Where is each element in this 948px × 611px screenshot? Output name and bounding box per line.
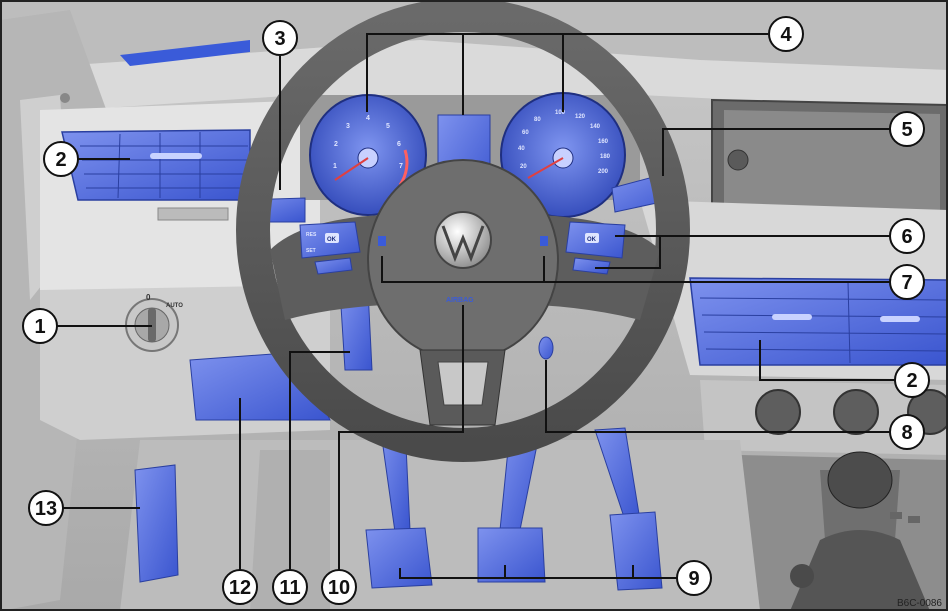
steering-btn-set[interactable]: SET bbox=[306, 248, 316, 254]
callout-2-left-label: 2 bbox=[55, 149, 66, 171]
callout-8: 8 bbox=[889, 414, 925, 450]
svg-text:200: 200 bbox=[598, 169, 609, 175]
steering-btn-res[interactable]: RES bbox=[306, 232, 317, 238]
air-vent-left bbox=[61, 129, 251, 201]
console-slot-2 bbox=[908, 516, 920, 523]
speedometer-scale: 20 40 60 80 100 120 140 160 180 200 bbox=[518, 110, 611, 175]
callout-4: 4 bbox=[768, 16, 804, 52]
light-switch-pos-0: 0 bbox=[146, 293, 151, 302]
fuel-flap-release bbox=[134, 464, 179, 583]
gear-knob bbox=[827, 451, 893, 509]
callout-10: 10 bbox=[321, 569, 357, 605]
svg-text:20: 20 bbox=[520, 164, 527, 170]
svg-text:140: 140 bbox=[590, 124, 601, 130]
air-vent-left-wheel bbox=[157, 207, 229, 221]
svg-text:180: 180 bbox=[600, 154, 611, 160]
console-slot-1 bbox=[890, 512, 902, 519]
vw-logo-mark bbox=[441, 225, 485, 263]
callout-10-label: 10 bbox=[328, 577, 350, 599]
callout-7-label: 7 bbox=[901, 272, 912, 294]
svg-text:5: 5 bbox=[386, 123, 390, 130]
steering-buttons-right[interactable]: OK bbox=[565, 221, 626, 275]
footwell bbox=[120, 440, 760, 611]
callout-9: 9 bbox=[676, 560, 712, 596]
climate-knob-center bbox=[833, 389, 879, 435]
air-vent-center-knob-left bbox=[772, 314, 812, 320]
svg-text:60: 60 bbox=[522, 130, 529, 136]
callout-7: 7 bbox=[889, 264, 925, 300]
air-vent-center-knob-right bbox=[880, 316, 920, 322]
climate-knob-left bbox=[755, 389, 801, 435]
callout-5: 5 bbox=[889, 111, 925, 147]
airbag-label: AIRBAG bbox=[446, 297, 474, 304]
callout-1-label: 1 bbox=[34, 316, 45, 338]
callout-12: 12 bbox=[222, 569, 258, 605]
callout-6: 6 bbox=[889, 218, 925, 254]
callout-3: 3 bbox=[262, 20, 298, 56]
callout-13: 13 bbox=[28, 490, 64, 526]
svg-text:80: 80 bbox=[534, 117, 541, 123]
steering-btn-ok-left[interactable]: OK bbox=[327, 237, 337, 243]
svg-text:4: 4 bbox=[366, 115, 370, 122]
svg-text:6: 6 bbox=[397, 141, 401, 148]
steering-buttons-left[interactable]: OK RES SET bbox=[299, 221, 361, 275]
svg-text:1: 1 bbox=[333, 163, 337, 170]
callout-2-right: 2 bbox=[894, 362, 930, 398]
infotainment-knob bbox=[727, 149, 749, 171]
svg-text:100: 100 bbox=[555, 110, 566, 116]
paddle-right[interactable] bbox=[540, 236, 548, 246]
tachometer-scale: 1 2 3 4 5 6 7 bbox=[333, 115, 403, 170]
clutch-pedal bbox=[365, 527, 433, 589]
svg-text:7: 7 bbox=[399, 163, 403, 170]
svg-text:40: 40 bbox=[518, 146, 525, 152]
callout-8-label: 8 bbox=[901, 422, 912, 444]
callout-2-left: 2 bbox=[43, 141, 79, 177]
callout-1: 1 bbox=[22, 308, 58, 344]
dashboard-top bbox=[0, 40, 948, 115]
defrost-vent bbox=[120, 40, 250, 66]
callouts: 1 2 2 3 4 5 6 7 8 9 10 11 12 13 bbox=[22, 16, 930, 605]
reference-code: B6C-0086 bbox=[896, 598, 942, 609]
steering-wheel-rim[interactable] bbox=[236, 0, 690, 462]
paddle-left[interactable] bbox=[378, 236, 386, 246]
start-stop-button[interactable] bbox=[538, 336, 554, 360]
door-screw bbox=[60, 93, 70, 103]
callout-5-label: 5 bbox=[901, 119, 912, 141]
svg-text:2: 2 bbox=[334, 141, 338, 148]
callout-2-right-label: 2 bbox=[906, 370, 917, 392]
light-switch-pos-auto: AUTO bbox=[166, 303, 183, 309]
callout-12-label: 12 bbox=[229, 577, 251, 599]
callout-11-label: 11 bbox=[279, 577, 300, 599]
callout-3-label: 3 bbox=[274, 28, 285, 50]
callout-9-label: 9 bbox=[688, 568, 699, 590]
steering-btn-ok-right[interactable]: OK bbox=[587, 237, 597, 243]
gear-boot bbox=[790, 530, 930, 611]
air-vent-left-slats bbox=[80, 132, 248, 199]
tachometer-needle bbox=[334, 157, 369, 181]
brake-pedal bbox=[477, 527, 546, 583]
callout-6-label: 6 bbox=[901, 226, 912, 248]
speedometer-needle bbox=[527, 157, 564, 179]
console-button bbox=[790, 564, 814, 588]
callout-11: 11 bbox=[272, 569, 308, 605]
svg-text:160: 160 bbox=[598, 139, 609, 145]
svg-text:3: 3 bbox=[346, 123, 350, 130]
pedals bbox=[365, 424, 663, 591]
callout-4-label: 4 bbox=[780, 24, 792, 46]
callout-13-label: 13 bbox=[35, 498, 57, 520]
svg-text:120: 120 bbox=[575, 114, 586, 120]
accelerator-pedal bbox=[609, 511, 663, 591]
air-vent-left-knob bbox=[150, 153, 202, 159]
leader-lines bbox=[57, 33, 895, 579]
